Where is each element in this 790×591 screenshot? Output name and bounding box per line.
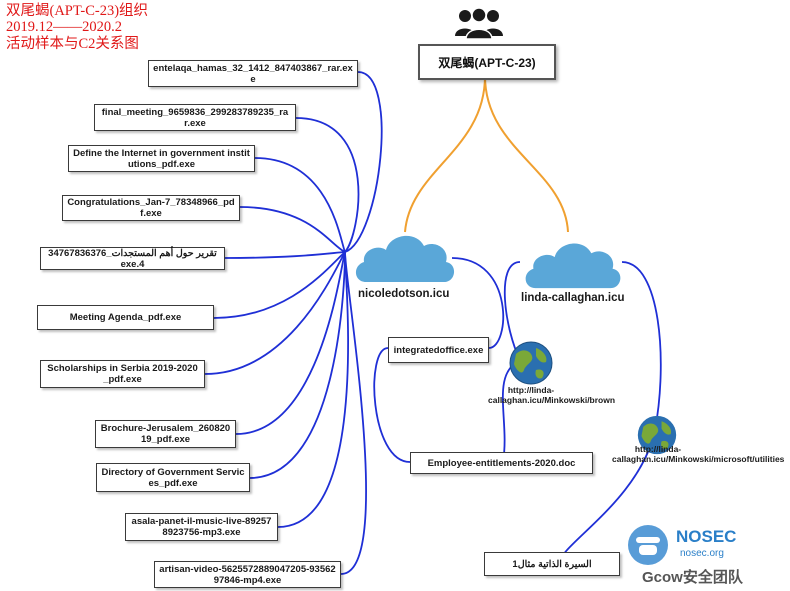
url-node: http://linda-callaghan.icu/Minkowski/bro… — [488, 385, 616, 405]
sample-node: integratedoffice.exe — [388, 337, 489, 363]
sample-node: asala-panet-il-music-live-892578923756-m… — [125, 513, 278, 541]
sample-node: artisan-video-5625572889047205-935629784… — [154, 561, 341, 588]
sample-node: Congratulations_Jan-7_78348966_pdf.exe — [62, 195, 240, 221]
watermark-site: nosec.org — [680, 548, 724, 559]
c2-server-nicoledotson: nicoledotson.icu — [358, 288, 450, 300]
c2-server-linda-callaghan: linda-callaghan.icu — [521, 292, 625, 304]
sample-node: Scholarships in Serbia 2019-2020_pdf.exe — [40, 360, 205, 388]
watermark-team: Gcow安全团队 — [642, 569, 743, 586]
diagram-title: 双尾蝎(APT-C-23)组织 — [6, 3, 149, 19]
url-node: http://linda-callaghan.icu/Minkowski/mic… — [612, 444, 785, 464]
sample-node: السيرة الذاتية مثال1 — [484, 552, 620, 576]
root-node: 双尾蝎(APT-C-23) — [418, 44, 556, 80]
nosec-logo — [628, 525, 668, 565]
sample-node: Meeting Agenda_pdf.exe — [37, 305, 214, 330]
diagram-subtitle: 活动样本与C2关系图 — [6, 36, 139, 52]
cloud-icon — [525, 243, 621, 289]
users-group-icon — [455, 7, 503, 40]
globe-icon — [509, 341, 553, 385]
diagram-date-range: 2019.12——2020.2 — [6, 19, 122, 35]
sample-node: Define the Internet in government instit… — [68, 145, 255, 172]
sample-node: Brochure-Jerusalem_26082019_pdf.exe — [95, 420, 236, 448]
watermark-brand: NOSEC — [676, 527, 737, 546]
sample-node: entelaqa_hamas_32_1412_847403867_rar.exe — [148, 60, 358, 87]
sample-node: Employee-entitlements-2020.doc — [410, 452, 593, 474]
sample-node: Directory of Government Services_pdf.exe — [96, 463, 250, 492]
sample-node: final_meeting_9659836_299283789235_rar.e… — [94, 104, 296, 131]
sample-node: تقرير حول أهم المستجدات_347678363764.exe — [40, 247, 225, 270]
globe-icon — [637, 415, 677, 455]
cloud-icon — [355, 235, 455, 282]
